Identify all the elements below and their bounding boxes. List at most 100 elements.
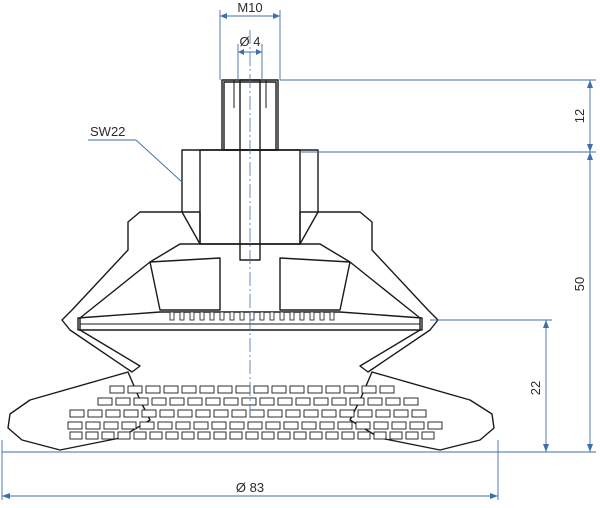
rib-cell — [187, 397, 203, 406]
rib-cell — [271, 385, 287, 394]
rib-cell — [321, 409, 337, 418]
rib-cell — [313, 397, 329, 406]
rib-cell — [367, 397, 383, 406]
rib-cell — [105, 409, 121, 418]
plate-rib — [279, 311, 285, 321]
rib-cell — [123, 409, 139, 418]
rib-cell — [403, 397, 419, 406]
rib-cell — [145, 385, 161, 394]
rib-cell — [267, 409, 283, 418]
plate-rib — [179, 311, 185, 321]
rib-cell — [337, 421, 353, 430]
rib-cell — [391, 421, 407, 430]
rib-cell — [85, 431, 99, 440]
rib-cell — [69, 409, 85, 418]
rib-cell — [405, 431, 419, 440]
rib-cell — [67, 421, 83, 430]
rib-cell — [117, 431, 131, 440]
rib-cell — [229, 431, 243, 440]
rib-cell — [325, 431, 339, 440]
rib-cell — [303, 409, 319, 418]
rib-cell — [357, 431, 371, 440]
rib-cell — [247, 421, 263, 430]
rib-cell — [149, 431, 163, 440]
plate-rib — [309, 311, 315, 321]
rib-cell — [231, 409, 247, 418]
plate-rib — [269, 311, 275, 321]
plate-rib — [299, 311, 305, 321]
plate-rib — [229, 311, 235, 321]
rib-cell — [127, 385, 143, 394]
rib-cell — [213, 409, 229, 418]
dimension-wrench: SW22 — [88, 124, 183, 183]
plate-rib — [199, 311, 205, 321]
rib-cell — [193, 421, 209, 430]
rib-cell — [211, 421, 227, 430]
rib-cell — [85, 421, 101, 430]
plate-rib — [259, 311, 265, 321]
rib-cell — [341, 431, 355, 440]
rib-cell — [151, 397, 167, 406]
rib-cell — [197, 431, 211, 440]
plate-rib — [249, 311, 255, 321]
rib-cell — [139, 421, 155, 430]
rib-cell — [101, 431, 115, 440]
bore-label: Ø 4 — [240, 34, 261, 49]
rib-cell — [253, 385, 269, 394]
rib-cell — [309, 431, 323, 440]
rib-cell — [165, 431, 179, 440]
rib-cell — [261, 431, 275, 440]
rib-cell — [375, 409, 391, 418]
rib-cell — [301, 421, 317, 430]
rib-cell — [259, 397, 275, 406]
wrench-label: SW22 — [90, 124, 125, 139]
rib-cell — [133, 431, 147, 440]
rib-cell — [295, 397, 311, 406]
plate-rib — [329, 311, 335, 321]
dimension-bore: Ø 4 — [237, 34, 263, 80]
rib-cell — [103, 421, 119, 430]
cup-ribs — [67, 311, 443, 440]
rib-cell — [241, 397, 257, 406]
rib-cell — [389, 431, 403, 440]
rib-cell — [289, 385, 305, 394]
rib-cell — [285, 409, 301, 418]
rib-cell — [373, 421, 389, 430]
rib-cell — [355, 421, 371, 430]
rib-cell — [181, 385, 197, 394]
thread-label: M10 — [237, 0, 262, 15]
rib-cell — [393, 409, 409, 418]
rib-cell — [169, 397, 185, 406]
rib-cell — [421, 431, 435, 440]
plate-rib — [239, 311, 245, 321]
rib-cell — [293, 431, 307, 440]
rib-cell — [283, 421, 299, 430]
rib-cell — [307, 385, 323, 394]
rib-cell — [217, 385, 233, 394]
dimension-thread: M10 — [219, 0, 281, 80]
rib-cell — [325, 385, 341, 394]
rib-cell — [379, 385, 395, 394]
rib-cell — [339, 409, 355, 418]
plate-rib — [219, 311, 225, 321]
bellows-section — [7, 211, 495, 451]
plate-rib — [189, 311, 195, 321]
rib-cell — [163, 385, 179, 394]
rib-cell — [349, 397, 365, 406]
rib-cell — [361, 385, 377, 394]
rib-cell — [427, 421, 443, 430]
diameter-label: Ø 83 — [236, 480, 264, 495]
rib-cell — [175, 421, 191, 430]
rib-cell — [249, 409, 265, 418]
rib-cell — [343, 385, 359, 394]
rib-cell — [223, 397, 239, 406]
rib-cell — [331, 397, 347, 406]
rib-cell — [411, 409, 427, 418]
plate-rib — [209, 311, 215, 321]
rib-cell — [373, 431, 387, 440]
rib-cell — [159, 409, 175, 418]
rib-cell — [213, 431, 227, 440]
dimension-heights: 12 50 22 — [2, 79, 596, 453]
rib-cell — [141, 409, 157, 418]
